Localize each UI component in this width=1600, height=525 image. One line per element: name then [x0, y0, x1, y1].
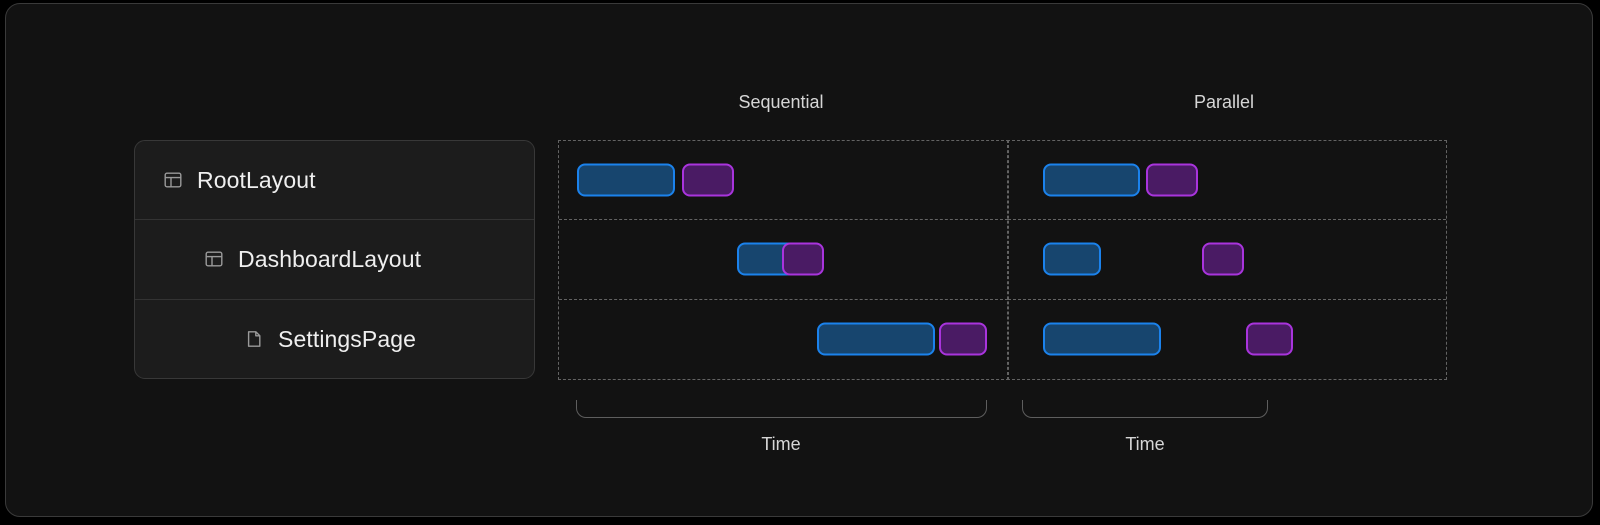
section-title-parallel: Parallel: [1193, 92, 1255, 112]
tree-item-label: RootLayout: [197, 166, 316, 193]
render-bar-blue: [817, 322, 935, 356]
timeline-row: [559, 220, 1008, 300]
timeline-row: [559, 141, 1008, 221]
render-bar-blue: [1043, 163, 1140, 197]
time-bracket-sequential: [576, 400, 987, 418]
render-bar-purple: [782, 242, 824, 276]
diagram-canvas: RootLayout DashboardLayout SettingsPage: [5, 3, 1593, 517]
tree-item-label: SettingsPage: [278, 325, 417, 352]
render-bar-purple: [1146, 163, 1198, 197]
render-bar-blue: [1043, 322, 1161, 356]
tree-item-settingspage[interactable]: SettingsPage: [135, 300, 534, 378]
time-bracket-parallel: [1022, 400, 1268, 418]
time-axis-label-sequential: Time: [761, 434, 801, 454]
timeline-row: [1008, 220, 1446, 300]
timeline-row: [559, 300, 1008, 379]
timeline-row: [1008, 300, 1446, 379]
timeline-grid-sequential: [558, 140, 1009, 380]
render-bar-purple: [682, 163, 734, 197]
layout-panel-icon: [162, 170, 183, 191]
component-tree-card: RootLayout DashboardLayout SettingsPage: [134, 140, 535, 379]
timeline-row: [1008, 141, 1446, 221]
section-title-sequential: Sequential: [738, 92, 824, 112]
timeline-grid-parallel: [1007, 140, 1447, 380]
render-bar-purple: [1202, 242, 1244, 276]
time-axis-label-parallel: Time: [1125, 434, 1165, 454]
tree-item-dashboardlayout[interactable]: DashboardLayout: [135, 220, 534, 300]
render-bar-blue: [1043, 242, 1101, 276]
render-bar-purple: [939, 322, 987, 356]
tree-item-label: DashboardLayout: [238, 245, 422, 272]
tree-item-rootlayout[interactable]: RootLayout: [135, 141, 534, 221]
file-document-icon: [243, 329, 264, 350]
layout-panel-icon: [203, 249, 224, 270]
render-bar-blue: [577, 163, 675, 197]
render-bar-purple: [1246, 322, 1293, 356]
